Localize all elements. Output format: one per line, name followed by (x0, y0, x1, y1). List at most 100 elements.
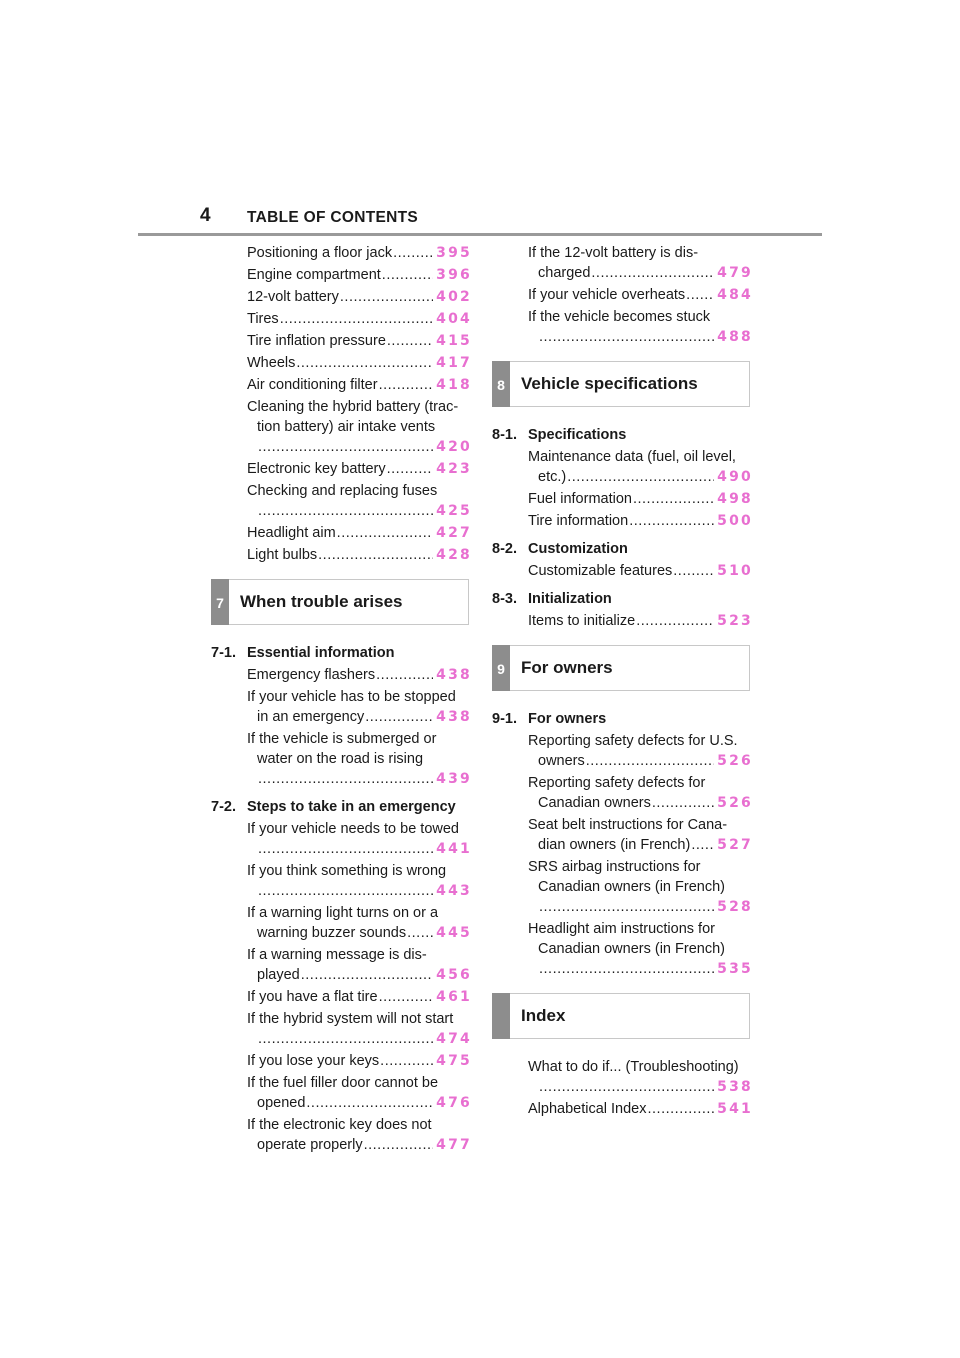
page-link[interactable]: 443 (436, 883, 472, 899)
page-link[interactable]: 541 (717, 1101, 753, 1117)
toc-entry[interactable]: If your vehicle overheats484 (528, 285, 753, 305)
page-link[interactable]: 475 (436, 1053, 472, 1069)
section-number: 9-1. (492, 711, 517, 727)
page-link[interactable]: 526 (717, 795, 753, 811)
chapter-number: 9 (497, 661, 505, 677)
page-link[interactable]: 404 (436, 311, 472, 327)
page-link[interactable]: 510 (717, 563, 753, 579)
section-8-3-heading: 8-3. Initialization (492, 589, 753, 609)
page-link[interactable]: 498 (717, 491, 753, 507)
toc-entry[interactable]: Cleaning the hybrid battery (trac-tion b… (247, 397, 472, 457)
toc-entry[interactable]: Tire inflation pressure415 (247, 331, 472, 351)
toc-entry[interactable]: Electronic key battery423 (247, 459, 472, 479)
page-link[interactable]: 418 (436, 377, 472, 393)
page-link[interactable]: 477 (436, 1137, 472, 1153)
toc-entry[interactable]: Maintenance data (fuel, oil level,etc.)4… (528, 447, 753, 487)
dot-leader (690, 835, 714, 855)
page-link[interactable]: 500 (717, 513, 753, 529)
page-link[interactable]: 428 (436, 547, 472, 563)
toc-entry[interactable]: Reporting safety defects for U.S.owners5… (528, 731, 753, 771)
toc-entry[interactable]: If the 12-volt battery is dis-charged479 (528, 243, 753, 283)
page-link[interactable]: 415 (436, 333, 472, 349)
toc-entry[interactable]: Emergency flashers438 (247, 665, 472, 685)
page-link[interactable]: 535 (717, 961, 753, 977)
toc-entry[interactable]: If you think something is wrong443 (247, 861, 472, 901)
dot-leader (378, 987, 434, 1007)
page-link[interactable]: 427 (436, 525, 472, 541)
toc-entry[interactable]: Checking and replacing fuses425 (247, 481, 472, 521)
toc-entry-text: If the vehicle is submerged or (247, 731, 437, 747)
toc-entry[interactable]: Engine compartment396 (247, 265, 472, 285)
page-link[interactable]: 423 (436, 461, 472, 477)
page-link[interactable]: 396 (436, 267, 472, 283)
page-link[interactable]: 417 (436, 355, 472, 371)
toc-entry-text: water on the road is rising (257, 751, 424, 767)
toc-entry-text: Items to initialize (528, 613, 636, 629)
toc-entry[interactable]: If the hybrid system will not start474 (247, 1009, 472, 1049)
page-link[interactable]: 527 (717, 837, 753, 853)
chapter-index-heading[interactable]: Index (492, 993, 750, 1039)
page-link[interactable]: 425 (436, 503, 472, 519)
chapter-number: 8 (497, 377, 505, 393)
page-link[interactable]: 445 (436, 925, 472, 941)
toc-entry[interactable]: If a warning message is dis-played456 (247, 945, 472, 985)
page-link[interactable]: 479 (717, 265, 753, 281)
page-link[interactable]: 474 (436, 1031, 472, 1047)
toc-entry[interactable]: Alphabetical Index541 (528, 1099, 753, 1119)
toc-entry[interactable]: Positioning a floor jack395 (247, 243, 472, 263)
page-link[interactable]: 484 (717, 287, 753, 303)
toc-entry[interactable]: Headlight aim427 (247, 523, 472, 543)
section-number: 8-1. (492, 427, 517, 443)
page-link[interactable]: 402 (436, 289, 472, 305)
dot-leader (257, 1029, 433, 1049)
section-number: 8-2. (492, 541, 517, 557)
page-link[interactable]: 523 (717, 613, 753, 629)
dot-leader (585, 751, 714, 771)
toc-entry[interactable]: Wheels417 (247, 353, 472, 373)
page-link[interactable]: 476 (436, 1095, 472, 1111)
page-link[interactable]: 395 (436, 245, 472, 261)
toc-entry[interactable]: If the fuel filler door cannot beopened4… (247, 1073, 472, 1113)
toc-entry[interactable]: If the vehicle is submerged or water on t… (247, 729, 472, 789)
toc-entry[interactable]: Air conditioning filter418 (247, 375, 472, 395)
list-section-7-1: Emergency flashers438If your vehicle has… (247, 665, 472, 789)
toc-entry[interactable]: If the vehicle becomes stuck488 (528, 307, 753, 347)
toc-entry[interactable]: Seat belt instructions for Cana-dian own… (528, 815, 753, 855)
toc-entry[interactable]: If you lose your keys475 (247, 1051, 472, 1071)
toc-entry[interactable]: Tire information500 (528, 511, 753, 531)
dot-leader (257, 881, 433, 901)
chapter-7-heading[interactable]: 7 When trouble arises (211, 579, 469, 625)
page-link[interactable]: 488 (717, 329, 753, 345)
toc-entry[interactable]: Customizable features510 (528, 561, 753, 581)
dot-leader (379, 1051, 433, 1071)
toc-entry[interactable]: What to do if... (Troubleshooting)538 (528, 1057, 753, 1097)
page-link[interactable]: 490 (717, 469, 753, 485)
toc-entry[interactable]: Tires404 (247, 309, 472, 329)
toc-entry[interactable]: 12-volt battery402 (247, 287, 472, 307)
chapter-tab: 7 (211, 579, 229, 625)
page-link[interactable]: 438 (436, 667, 472, 683)
page-link[interactable]: 526 (717, 753, 753, 769)
page-link[interactable]: 538 (717, 1079, 753, 1095)
page-link[interactable]: 528 (717, 899, 753, 915)
toc-entry[interactable]: Light bulbs428 (247, 545, 472, 565)
page-link[interactable]: 456 (436, 967, 472, 983)
dot-leader (392, 243, 433, 263)
page-link[interactable]: 439 (436, 771, 472, 787)
chapter-8-heading[interactable]: 8 Vehicle specifications (492, 361, 750, 407)
toc-entry[interactable]: If you have a flat tire461 (247, 987, 472, 1007)
toc-entry[interactable]: Fuel information498 (528, 489, 753, 509)
page-link[interactable]: 441 (436, 841, 472, 857)
page-link[interactable]: 420 (436, 439, 472, 455)
page-link[interactable]: 461 (436, 989, 472, 1005)
page-link[interactable]: 438 (436, 709, 472, 725)
toc-entry[interactable]: If your vehicle needs to be towed441 (247, 819, 472, 859)
chapter-9-heading[interactable]: 9 For owners (492, 645, 750, 691)
toc-entry[interactable]: Items to initialize 523 (528, 611, 753, 631)
